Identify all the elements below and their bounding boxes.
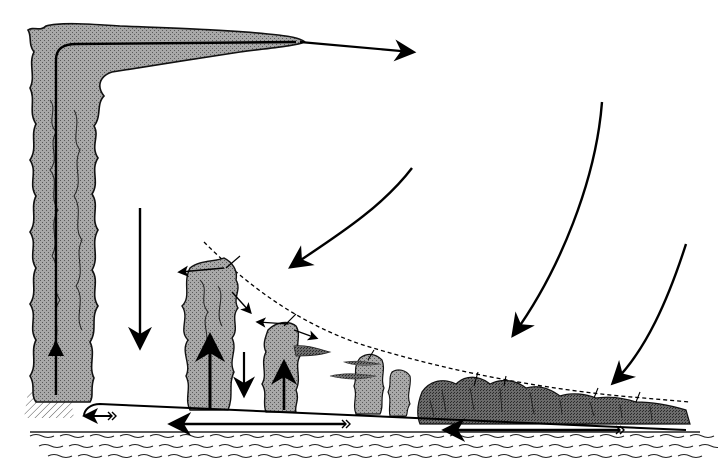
subsidence-arrow-2	[514, 102, 602, 334]
cumulus-cloud-2	[262, 323, 300, 412]
cumulus-cloud-4	[388, 370, 410, 416]
cumulonimbus-tower	[28, 24, 305, 402]
stratocumulus-layer	[418, 377, 690, 424]
sea-surface	[30, 432, 718, 458]
subsidence-arrow-1	[292, 168, 412, 266]
subsidence-arrow-3	[614, 244, 686, 382]
anvil-outflow-arrow	[300, 42, 412, 52]
cumulus-cloud-2-anvil	[294, 346, 330, 356]
sea-wave-row	[48, 455, 702, 458]
sea-wave-row	[30, 435, 714, 438]
sea-wave-row	[39, 445, 718, 448]
